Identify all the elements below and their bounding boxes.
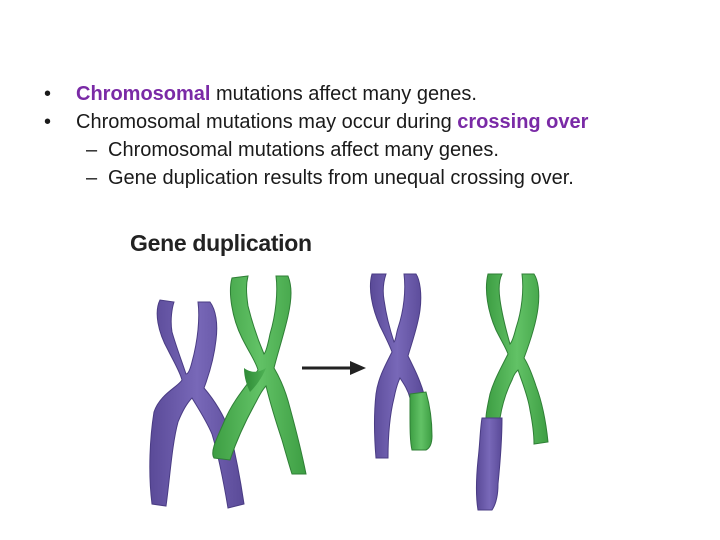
bullet-item: • Chromosomal mutations affect many gene… — [0, 80, 720, 108]
bullet-item: • Chromosomal mutations may occur during… — [0, 108, 720, 136]
green-chromosome-result — [485, 273, 549, 445]
chromosome-diagram — [149, 273, 549, 511]
subbullet-text: Gene duplication results from unequal cr… — [108, 167, 574, 189]
bullet-marker: • — [44, 83, 52, 105]
subbullet-marker: – — [86, 139, 98, 161]
duplicated-green-segment — [409, 391, 433, 451]
subbullet-text: Chromosomal mutations affect many genes. — [108, 139, 499, 161]
bullet-text: Chromosomal mutations affect many genes. — [76, 80, 477, 108]
purple-arm-result — [476, 417, 503, 511]
bullet-text: Chromosomal mutations may occur during c… — [76, 108, 588, 136]
bullet-list: • Chromosomal mutations affect many gene… — [0, 80, 720, 192]
subbullet-item: – Chromosomal mutations affect many gene… — [0, 136, 720, 164]
green-chromosome-left — [212, 275, 307, 475]
subbullet-item: – Gene duplication results from unequal … — [0, 164, 720, 192]
highlight-term: crossing over — [457, 111, 589, 133]
figure-title: Gene duplication — [130, 230, 312, 256]
bullet-rest: mutations affect many genes. — [210, 83, 477, 105]
right-arrow-icon — [302, 361, 366, 375]
highlight-term: Chromosomal — [76, 83, 211, 105]
bullet-prefix: Chromosomal mutations may occur during — [76, 111, 458, 133]
bullet-marker: • — [44, 111, 52, 133]
subbullet-marker: – — [86, 167, 98, 189]
purple-chromosome-left — [149, 299, 245, 509]
gene-duplication-figure: Gene duplication — [120, 222, 680, 522]
